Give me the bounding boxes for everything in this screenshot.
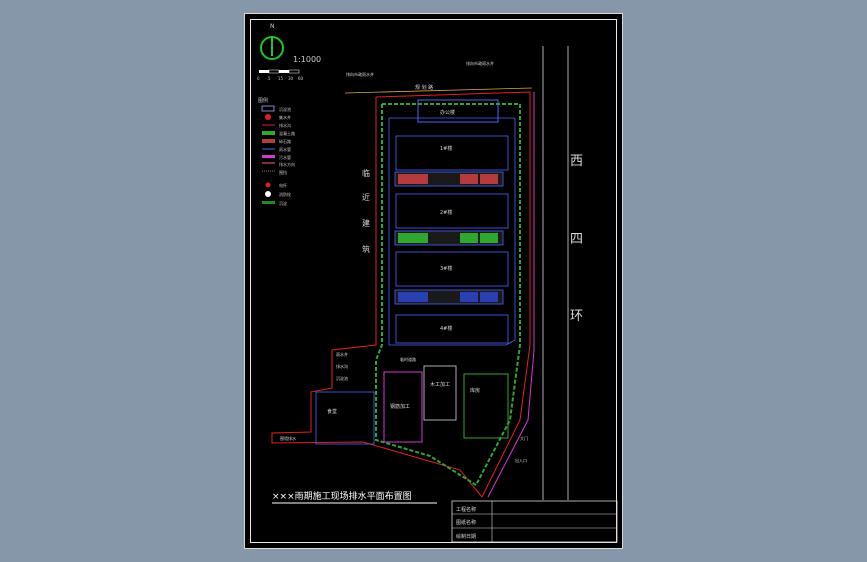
title-block-row: 绘制日期 — [456, 533, 476, 540]
building — [315, 391, 375, 445]
north-arrow-icon: N — [260, 23, 284, 60]
legend-item: 电杆 — [279, 182, 287, 188]
ring-road-label: 西 — [570, 154, 583, 169]
building — [417, 99, 499, 123]
building-label: 办公楼 — [440, 109, 455, 116]
building — [423, 365, 457, 421]
north-label: N — [270, 23, 275, 30]
title-block-row: 工程名称 — [456, 506, 476, 513]
building — [463, 373, 509, 439]
building-label: 4#楼 — [440, 325, 452, 332]
adjacent-label: 临 — [362, 168, 370, 178]
legend-item: 消防栓 — [279, 191, 291, 197]
site-boundary — [375, 91, 531, 498]
annotation: 围墙排水 — [280, 435, 296, 441]
drain-ditch — [375, 104, 477, 486]
building-block: 1#楼 — [394, 135, 509, 187]
scale-text: 1:1000 — [293, 55, 321, 64]
legend-item: 排水方向 — [279, 161, 295, 167]
scale-tick-1: 5 — [268, 76, 271, 81]
building-label: 食堂 — [327, 408, 337, 415]
scale-tick-2: 15 — [278, 76, 284, 81]
inner-road-edge — [388, 117, 516, 346]
north-road-line — [344, 87, 533, 94]
building-label: 3#楼 — [440, 265, 452, 272]
ring-road-label: 四 — [570, 232, 583, 247]
annotation: 大门 — [520, 435, 528, 441]
building-label: 钢筋加工 — [390, 403, 410, 410]
legend-item: 雨水管 — [279, 146, 291, 152]
drawing-sheet — [244, 13, 623, 549]
annotation: 沉淀池 — [336, 375, 348, 381]
annotation: 雨水井 — [336, 351, 348, 357]
legend-item: 沉淀池 — [279, 106, 291, 112]
building-label: 库房 — [470, 387, 480, 394]
annotation: 排水沟 — [336, 363, 348, 369]
drain-ditch — [475, 104, 521, 486]
legend-item: 排水沟 — [279, 122, 291, 128]
legend-item: 混凝土路 — [279, 130, 295, 136]
building-block: 4#楼 — [395, 314, 509, 344]
adjacent-label: 建 — [362, 218, 370, 228]
title-block: 工程名称 图纸名称 绘制日期 — [451, 500, 618, 543]
adjacent-label: 筑 — [362, 244, 370, 254]
ring-road-label: 环 — [570, 309, 583, 324]
legend: 图例 沉淀池 集水井 排水沟 混凝土路 碎石路 雨水管 污水管 排水方向 围挡 … — [258, 97, 295, 206]
legend-heading: 图例 — [258, 97, 268, 104]
site-boundary — [271, 97, 483, 498]
title-block-row: 图纸名称 — [456, 519, 476, 526]
building-label: 2#楼 — [440, 209, 452, 216]
annotation: 出入口 — [515, 457, 527, 463]
building-label: 1#楼 — [440, 145, 452, 152]
legend-item: 沉淀 — [279, 200, 287, 206]
legend-item: 污水管 — [279, 154, 291, 160]
legend-item: 集水井 — [279, 114, 291, 120]
building-block: 3#楼 — [394, 251, 509, 305]
drawing-title: ×××雨期施工现场排水平面布置图 — [272, 490, 412, 502]
building-label: 木工加工 — [430, 381, 450, 388]
drain-note-right: 排向市政雨水井 — [466, 60, 494, 66]
building — [383, 371, 423, 443]
north-road-label: 规 划 路 — [415, 84, 433, 91]
adjacent-label: 近 — [362, 192, 370, 202]
drawing-frame — [250, 19, 617, 543]
scale-tick-0: 0 — [257, 76, 260, 81]
east-drain-pipe — [487, 92, 535, 498]
legend-item: 碎石路 — [279, 138, 291, 144]
drain-note-left: 排向市政雨水井 — [346, 71, 374, 77]
scale-tick-4: 60 — [298, 76, 304, 81]
scale-bar: 0 5 15 30 60 — [257, 69, 304, 81]
legend-item: 围挡 — [279, 169, 287, 175]
building-block: 2#楼 — [394, 193, 509, 246]
annotation: 临时道路 — [400, 356, 416, 362]
scale-tick-3: 30 — [288, 76, 294, 81]
